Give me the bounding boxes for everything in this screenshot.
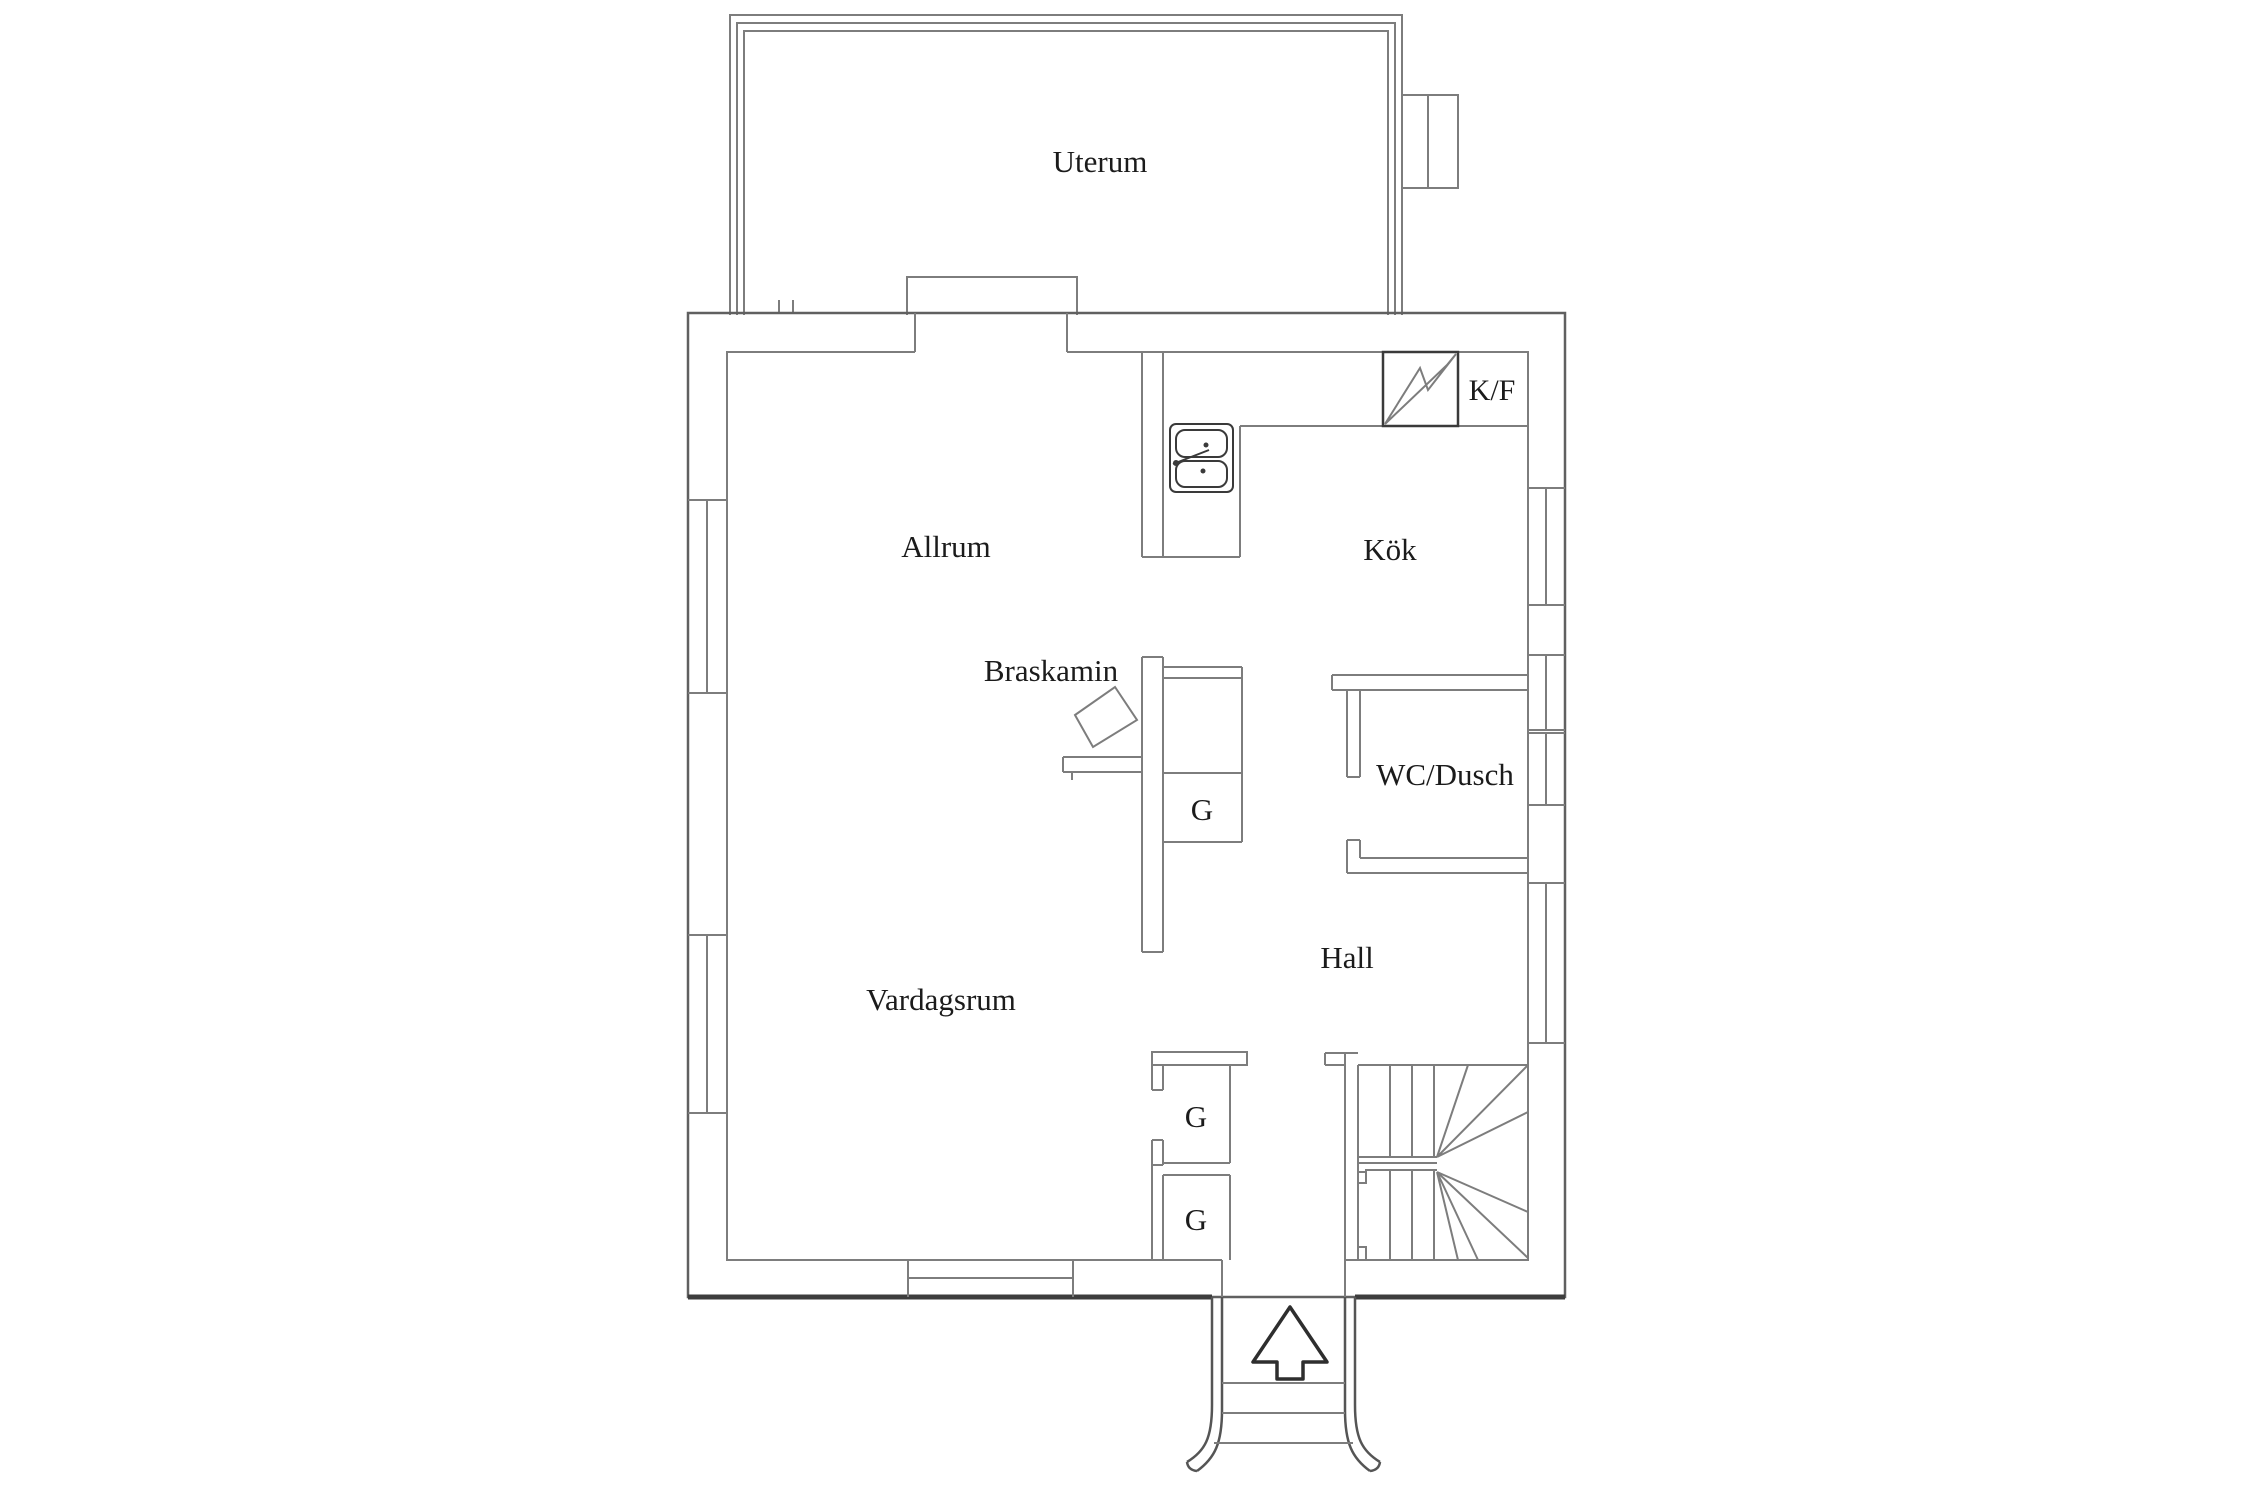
house-inner-wall	[726, 313, 1529, 1297]
room-label-uterum: Uterum	[1053, 144, 1148, 179]
fridge-freezer-icon	[1381, 350, 1460, 428]
wc-walls	[1331, 674, 1527, 874]
room-label-kok: Kök	[1363, 532, 1417, 567]
closet-label-g2: G	[1185, 1099, 1207, 1134]
room-label-hall: Hall	[1320, 940, 1373, 975]
uterum-side-box	[1402, 94, 1459, 189]
staircase	[1324, 1052, 1529, 1261]
entry-arrow-icon	[1251, 1305, 1329, 1381]
feature-label-kf: K/F	[1469, 374, 1516, 407]
room-label-allrum: Allrum	[901, 529, 991, 564]
sink-icon	[1169, 423, 1234, 493]
room-label-wc-dusch: WC/Dusch	[1376, 757, 1514, 792]
closet-walls	[1151, 1051, 1248, 1260]
feature-label-braskamin: Braskamin	[984, 653, 1119, 688]
central-wall	[1062, 656, 1243, 953]
uterum-threshold	[906, 276, 1078, 315]
room-label-vardagsrum: Vardagsrum	[866, 982, 1016, 1017]
closet-label-g1: G	[1191, 792, 1213, 827]
fireplace-icon	[1073, 685, 1139, 749]
entry-steps	[1185, 1297, 1382, 1473]
uterum-walls	[729, 14, 1459, 315]
windows	[688, 487, 1565, 1297]
closet-label-g3: G	[1185, 1202, 1207, 1237]
